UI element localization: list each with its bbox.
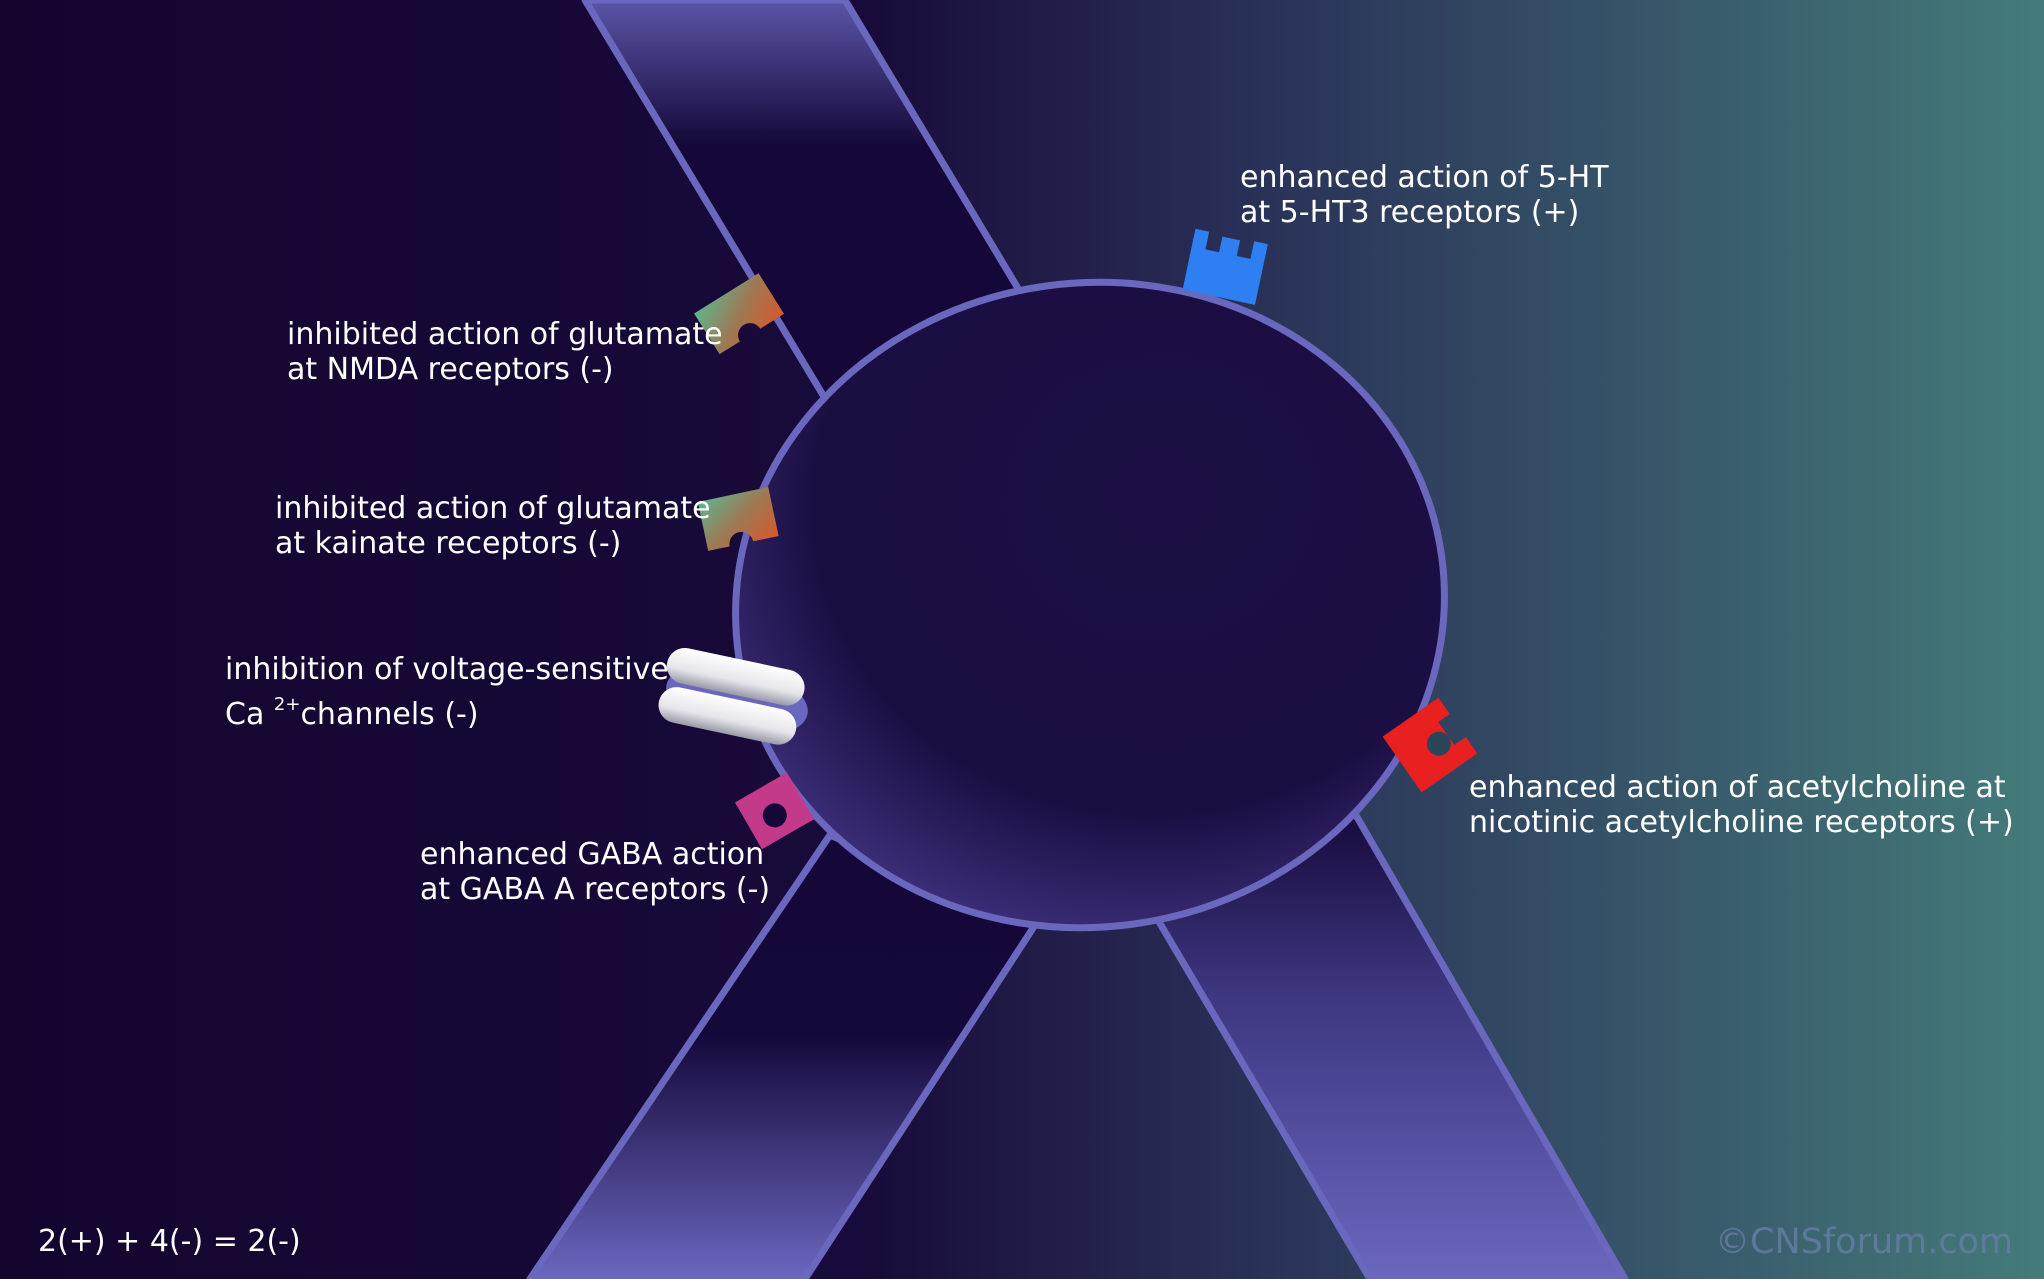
calcium-label-prefix: Ca — [225, 697, 265, 732]
nicotinic-label-line2: nicotinic acetylcholine receptors (+) — [1469, 805, 2014, 840]
calcium-label-superscript: 2+ — [273, 694, 301, 715]
calcium-label-line2: Ca 2+channels (-) — [225, 687, 669, 732]
calcium-label-line1: inhibition of voltage-sensitive — [225, 652, 669, 687]
nmda-label-line1: inhibited action of glutamate — [287, 317, 723, 352]
cell-body — [732, 278, 1448, 932]
nicotinic-label: enhanced action of acetylcholine at nico… — [1469, 770, 2014, 840]
ht3-label: enhanced action of 5-HT at 5-HT3 recepto… — [1240, 160, 1609, 230]
calcium-label-suffix: channels (-) — [300, 697, 479, 732]
copyright-watermark: ©CNSforum.com — [1715, 1222, 2014, 1262]
nicotinic-label-line1: enhanced action of acetylcholine at — [1469, 770, 2006, 805]
calcium-channel-icon — [658, 647, 808, 745]
kainate-label-line2: at kainate receptors (-) — [275, 526, 622, 561]
ht3-label-line1: enhanced action of 5-HT — [1240, 160, 1609, 195]
net-effect-formula: 2(+) + 4(-) = 2(-) — [38, 1224, 301, 1259]
glutamate-receptor-icon — [697, 487, 779, 551]
kainate-label: inhibited action of glutamate at kainate… — [275, 491, 711, 561]
calcium-label: inhibition of voltage-sensitive Ca 2+cha… — [225, 652, 669, 732]
kainate-label-line1: inhibited action of glutamate — [275, 491, 711, 526]
nmda-label: inhibited action of glutamate at NMDA re… — [287, 317, 723, 387]
nicotinic-receptor-icon — [1382, 697, 1478, 793]
gaba-receptor-icon — [735, 772, 814, 850]
serotonin-receptor-icon — [1182, 228, 1268, 305]
gaba-label-line2: at GABA A receptors (-) — [420, 872, 771, 907]
gaba-label: enhanced GABA action at GABA A receptors… — [420, 837, 770, 907]
glutamate-receptor-icon — [694, 273, 785, 355]
gaba-label-line1: enhanced GABA action — [420, 837, 765, 872]
ht3-label-line2: at 5-HT3 receptors (+) — [1240, 195, 1580, 230]
nmda-label-line2: at NMDA receptors (-) — [287, 352, 614, 387]
